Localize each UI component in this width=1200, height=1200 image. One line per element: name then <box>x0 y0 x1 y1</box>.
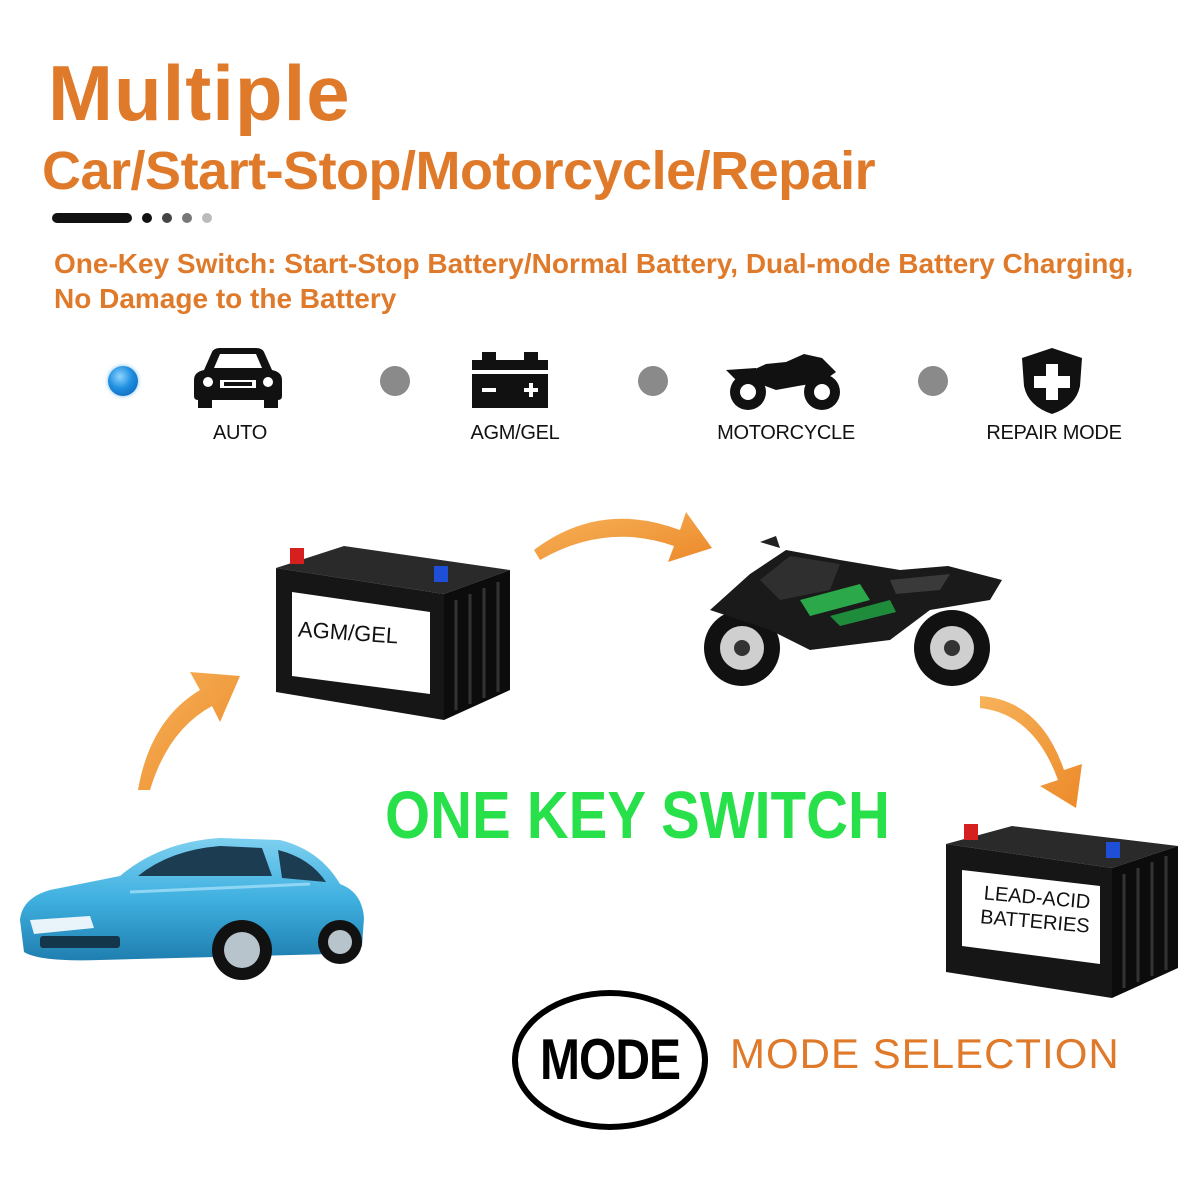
motorcycle-image <box>704 536 1002 686</box>
car-front-icon <box>194 348 282 408</box>
mode-indicator-agm[interactable] <box>380 366 410 396</box>
battery-lead-acid-image <box>946 824 1178 998</box>
cycle-arrows <box>138 512 1082 808</box>
shield-plus-icon <box>1022 348 1082 414</box>
battery-icon <box>472 352 548 408</box>
mode-label-repair: REPAIR MODE <box>986 422 1122 444</box>
one-key-switch-text: ONE KEY SWITCH <box>385 778 890 853</box>
mode-indicator-auto[interactable] <box>108 366 138 396</box>
motorcycle-icon <box>726 354 840 410</box>
mode-indicator-motorcycle[interactable] <box>638 366 668 396</box>
page-indicator <box>52 213 212 223</box>
car-image <box>20 838 364 980</box>
title-line-1: Multiple <box>48 49 351 137</box>
battery-agm-image <box>276 546 510 720</box>
mode-label-auto: AUTO <box>213 422 267 444</box>
mode-button-label: MODE <box>540 1028 681 1092</box>
mode-label-agm: AGM/GEL <box>470 422 560 444</box>
mode-label-motorcycle: MOTORCYCLE <box>717 422 855 444</box>
subtitle: One-Key Switch: Start-Stop Battery/Norma… <box>54 248 1134 314</box>
mode-indicator-repair[interactable] <box>918 366 948 396</box>
mode-selection-text: MODE SELECTION <box>730 1030 1120 1077</box>
mode-button[interactable]: MODE <box>512 990 708 1130</box>
title-line-2: Car/Start-Stop/Motorcycle/Repair <box>42 141 876 201</box>
